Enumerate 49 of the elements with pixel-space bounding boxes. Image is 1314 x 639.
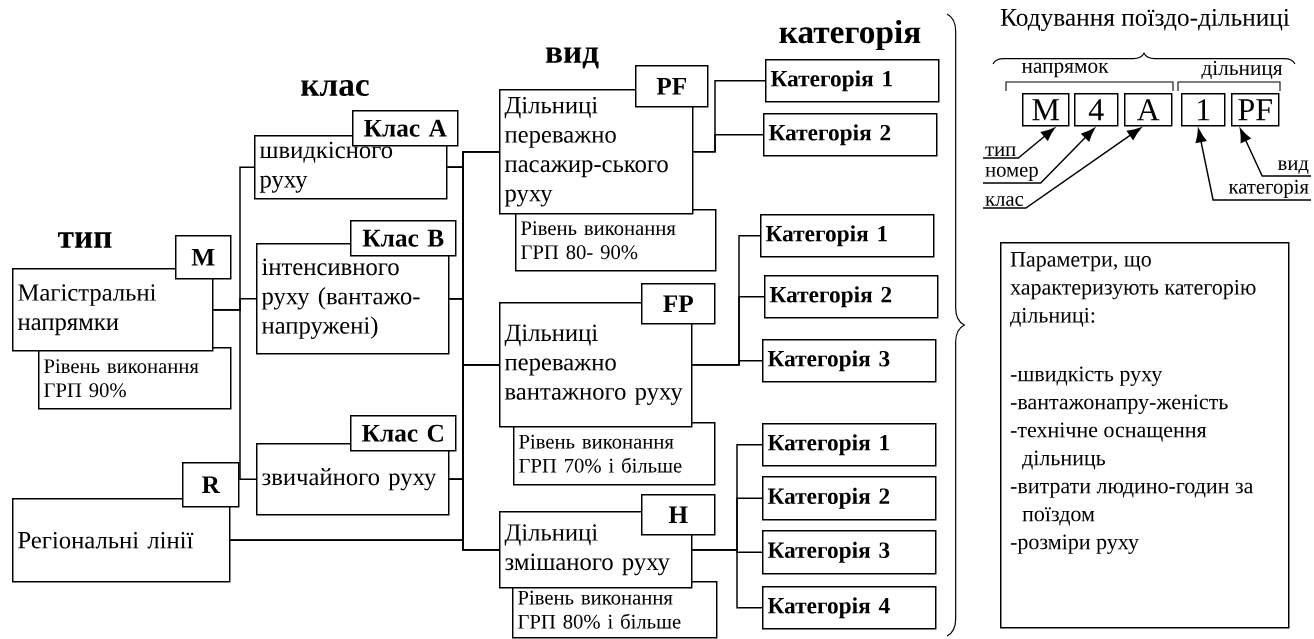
connector-line — [691, 549, 763, 609]
code-tag: FP — [641, 283, 716, 325]
category-box: Категорія 3 — [762, 339, 937, 383]
level-heading: тип — [58, 232, 112, 248]
code-cell: 1 — [1181, 93, 1226, 127]
category-box: Категорія 1 — [760, 214, 935, 258]
level-box: Рівень виконання ГРП 80- 90% — [515, 209, 717, 272]
leader-label: номер — [985, 166, 1038, 181]
category-box: Категорія 3 — [762, 530, 937, 575]
level-heading: вид — [545, 47, 599, 69]
code-cell: 4 — [1074, 93, 1119, 127]
connector-line — [229, 539, 500, 551]
category-box: Категорія 2 — [764, 275, 939, 319]
code-tag: M — [175, 235, 232, 280]
code-tag: H — [641, 494, 716, 536]
code-tag: Клас A — [352, 110, 459, 147]
connector-line — [691, 360, 763, 366]
code-cell: M — [1022, 93, 1070, 127]
code-tag: Клас C — [350, 415, 457, 452]
leader-line — [1239, 128, 1312, 177]
leader-label: клас — [985, 196, 1024, 206]
connector-line — [692, 134, 764, 153]
category-box: Категорія 1 — [762, 423, 937, 467]
level-box: Рівень виконання ГРП 90% — [38, 347, 232, 410]
category-box: Категорія 1 — [765, 59, 940, 103]
connector-line — [212, 309, 257, 480]
leader-label: тип — [985, 146, 1016, 156]
code-tag: PF — [635, 65, 709, 108]
level-box: Рівень виконання ГРП 70% і більше — [513, 422, 716, 486]
code-tag: Клас B — [350, 220, 457, 257]
group-label: напрямок — [1021, 62, 1109, 78]
category-box: Категорія 2 — [762, 476, 937, 521]
category-box: Категорія 4 — [762, 586, 937, 630]
heading: Кодування поїздо-дільниці — [1000, 8, 1290, 32]
leader-label: категорія — [1228, 179, 1309, 198]
leader-line — [1195, 128, 1312, 201]
leader-label: вид — [1278, 160, 1309, 174]
leader-line — [982, 127, 1095, 184]
category-box: Категорія 2 — [763, 113, 938, 157]
group-label: дільниця — [1201, 60, 1283, 80]
parameter-box: Параметри, що характеризують категорію дільниці: -швидкість руху -вантажонапру-женість -технічне оснащення дільниць -витрати людино-годин за поїздом -розміри руху — [1000, 242, 1290, 629]
leader-line — [982, 127, 1142, 209]
text-box: Магістральні напрямки — [12, 268, 214, 352]
level-heading: категорія — [779, 19, 921, 51]
code-cell: PF — [1231, 93, 1280, 127]
leader-line — [982, 127, 1055, 159]
code-tag: R — [182, 462, 240, 508]
level-heading: клас — [301, 80, 369, 96]
code-cell: A — [1124, 93, 1173, 127]
